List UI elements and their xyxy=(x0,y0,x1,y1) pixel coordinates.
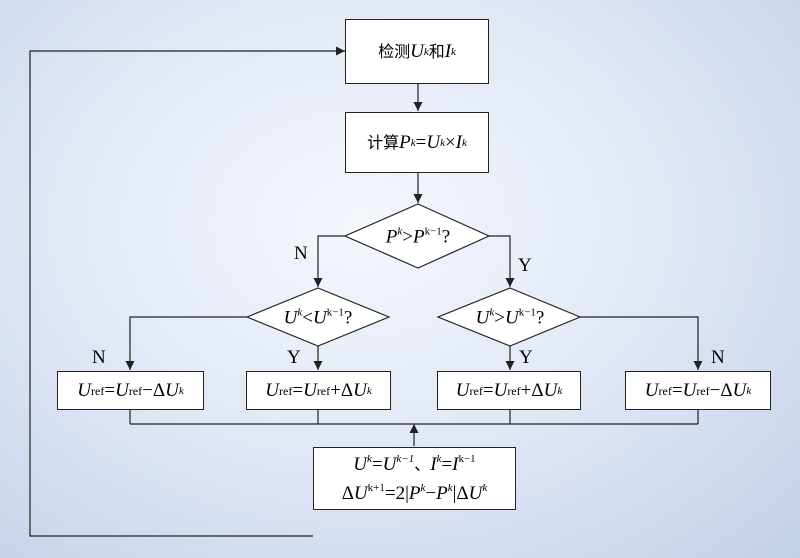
cond-u-gt-label: Uk>Uk−1? xyxy=(475,306,545,329)
compute-prefix: 计算 xyxy=(367,132,400,152)
sym-gt: > xyxy=(494,307,505,329)
detect-join: 和 xyxy=(428,41,445,61)
sym-sep: 、 xyxy=(414,454,431,474)
sym-u: U xyxy=(115,380,129,401)
sup-k: k xyxy=(489,306,495,319)
sym-i: I xyxy=(430,453,437,475)
sup-k: k xyxy=(436,452,442,465)
sup-k: k xyxy=(420,481,426,494)
sym-u: U xyxy=(353,482,368,504)
sym-gt: > xyxy=(402,226,413,248)
sym-minus-delta: −Δ xyxy=(142,380,166,401)
sym-u: U xyxy=(382,453,397,475)
arrow-cond-p-yes xyxy=(489,235,515,287)
sym-u: U xyxy=(543,380,558,401)
sup-k: k xyxy=(447,481,453,494)
label-n-cond-u-gt: N xyxy=(711,347,725,368)
cond-p-label: Pk>Pk−1? xyxy=(385,225,451,248)
sym-p: P xyxy=(399,132,411,153)
sup-kp1: k+1 xyxy=(367,481,385,494)
sym-u: U xyxy=(732,380,747,401)
sym-u: U xyxy=(303,380,317,401)
sup-k: k xyxy=(297,306,303,319)
sym-eq: = xyxy=(441,453,453,475)
sym-eq: = xyxy=(104,380,116,401)
sym-u: U xyxy=(468,482,483,504)
sym-eq: = xyxy=(292,380,304,401)
sym-minus: − xyxy=(425,482,437,504)
sym-i: I xyxy=(444,41,452,62)
sym-abs-delta: |Δ xyxy=(452,482,469,504)
sym-minus-delta: −Δ xyxy=(709,380,733,401)
sym-u: U xyxy=(312,307,327,329)
sup-km1: k−1 xyxy=(458,452,476,465)
sym-eq: = xyxy=(671,380,683,401)
sym-lt: < xyxy=(302,307,313,329)
label-y-cond-u-lt: Y xyxy=(287,347,301,368)
box-update: Uk=Uk−1、Ik=Ik−1 ΔUk+1=2|Pk−Pk|ΔUk xyxy=(313,447,516,510)
sym-u: U xyxy=(283,307,298,329)
sym-u: U xyxy=(353,380,367,401)
sup-k: k xyxy=(482,481,488,494)
arrow-cond-p-no xyxy=(313,235,345,287)
cond-u-lt-label: Uk<Uk−1? xyxy=(283,306,353,329)
sym-times: × xyxy=(444,132,456,153)
arrow-cond-u-gt-no xyxy=(580,316,703,370)
sup-km1: k−1 xyxy=(424,225,442,238)
sym-delta: Δ xyxy=(341,482,354,504)
label-n-cond-u-lt: N xyxy=(92,347,106,368)
sym-u: U xyxy=(77,380,92,401)
label-n-cond-p: N xyxy=(294,243,308,264)
detect-prefix: 检测 xyxy=(378,41,411,61)
label-y-cond-p: Y xyxy=(518,255,532,276)
sym-u: U xyxy=(493,380,508,401)
arrow-feedback-loop xyxy=(29,46,345,537)
sym-eq: = xyxy=(482,380,494,401)
sym-i: I xyxy=(455,132,462,153)
sym-u: U xyxy=(682,380,697,401)
sym-q: ? xyxy=(441,226,451,248)
sym-q: ? xyxy=(535,307,545,329)
update-line-2: ΔUk+1=2|Pk−Pk|ΔUk xyxy=(341,481,488,504)
update-line-1: Uk=Uk−1、Ik=Ik−1 xyxy=(353,452,476,475)
sym-eq: = xyxy=(371,453,383,475)
sup-km1: k−1 xyxy=(518,306,536,319)
sym-u: U xyxy=(504,307,519,329)
sym-u: U xyxy=(644,380,659,401)
sym-eq-two-abs: =2| xyxy=(384,482,409,504)
sym-u: U xyxy=(353,453,368,475)
sup-k: k xyxy=(367,452,372,465)
sym-plus-delta: +Δ xyxy=(520,380,544,401)
diamond-cond-p xyxy=(343,203,491,269)
sym-u: U xyxy=(265,380,280,401)
sym-plus-delta: +Δ xyxy=(330,380,354,401)
sym-u: U xyxy=(426,132,441,153)
sym-u: U xyxy=(475,307,490,329)
sym-u: U xyxy=(455,380,470,401)
sym-u: U xyxy=(165,380,179,401)
sym-q: ? xyxy=(343,307,353,329)
sup-km1: k−1 xyxy=(396,452,415,465)
sym-eq: = xyxy=(415,132,427,153)
sym-u: U xyxy=(410,41,424,62)
arrow-cond-u-lt-no xyxy=(125,316,247,370)
sym-p: P xyxy=(385,226,398,248)
diamond-cond-u-gt xyxy=(436,287,582,347)
sup-k: k xyxy=(397,225,403,238)
diamond-cond-u-lt xyxy=(245,287,391,347)
sym-p: P xyxy=(436,482,448,504)
label-y-cond-u-gt: Y xyxy=(519,347,533,368)
sym-p: P xyxy=(412,226,425,248)
sym-i: I xyxy=(452,453,459,475)
sym-p: P xyxy=(408,482,421,504)
sup-km1: k−1 xyxy=(326,306,344,319)
